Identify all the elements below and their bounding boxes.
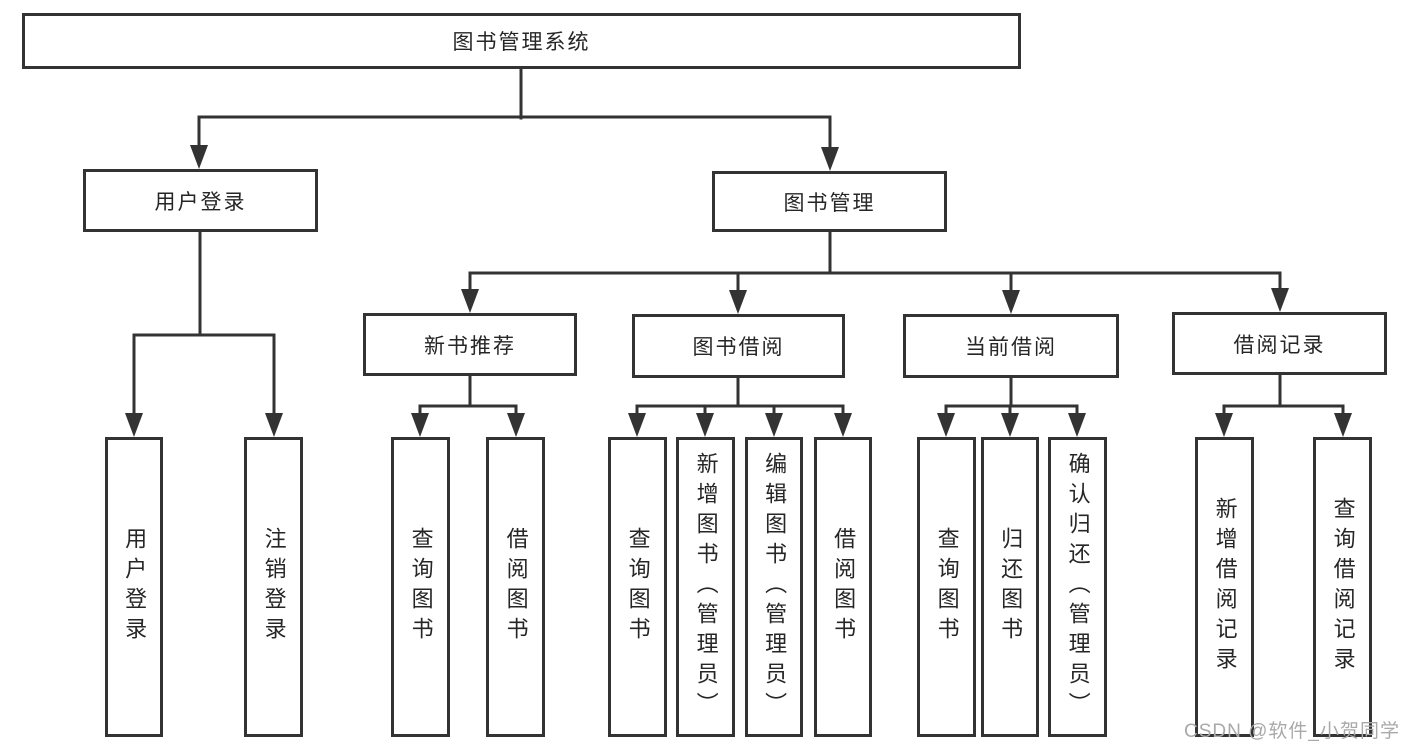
leaf-label: 新增图书（管理员）	[693, 452, 719, 722]
leaf-add-borrow-record: 新增借阅记录	[1195, 437, 1254, 737]
leaf-label: 确认归还（管理员）	[1065, 452, 1091, 722]
node-book-management: 图书管理	[712, 171, 947, 232]
csdn-watermark: CSDN @软件_小贺同学	[1184, 721, 1400, 742]
node-book-borrow: 图书借阅	[632, 314, 845, 378]
leaf-label: 编辑图书（管理员）	[762, 452, 788, 722]
leaf-borrow-books-2: 借阅图书	[814, 437, 872, 737]
leaf-label: 用户登录	[122, 527, 148, 647]
leaf-logout: 注销登录	[244, 437, 303, 737]
leaf-query-borrow-record: 查询借阅记录	[1313, 437, 1372, 737]
leaf-label: 查询图书	[934, 527, 960, 647]
node-new-book-recommend: 新书推荐	[363, 313, 577, 376]
leaf-label: 查询借阅记录	[1330, 497, 1356, 677]
leaf-label: 借阅图书	[831, 527, 857, 647]
leaf-label: 借阅图书	[503, 527, 529, 647]
node-user-login: 用户登录	[83, 169, 318, 232]
leaf-query-books-2: 查询图书	[608, 437, 667, 737]
leaf-user-login: 用户登录	[105, 437, 163, 737]
leaf-label: 查询图书	[408, 527, 434, 647]
leaf-edit-books-admin: 编辑图书（管理员）	[745, 437, 803, 737]
leaf-add-books-admin: 新增图书（管理员）	[676, 437, 735, 737]
node-root-system: 图书管理系统	[22, 13, 1021, 69]
leaf-borrow-books-1: 借阅图书	[486, 437, 545, 737]
leaf-label: 查询图书	[625, 527, 651, 647]
leaf-query-books-1: 查询图书	[391, 437, 450, 737]
leaf-label: 注销登录	[261, 527, 287, 647]
node-current-borrow: 当前借阅	[903, 314, 1119, 378]
leaf-label: 归还图书	[998, 527, 1024, 647]
leaf-query-books-3: 查询图书	[917, 437, 976, 737]
leaf-label: 新增借阅记录	[1212, 497, 1238, 677]
leaf-return-books: 归还图书	[981, 437, 1039, 737]
node-borrow-records: 借阅记录	[1172, 312, 1387, 375]
leaf-confirm-return-admin: 确认归还（管理员）	[1048, 437, 1107, 737]
